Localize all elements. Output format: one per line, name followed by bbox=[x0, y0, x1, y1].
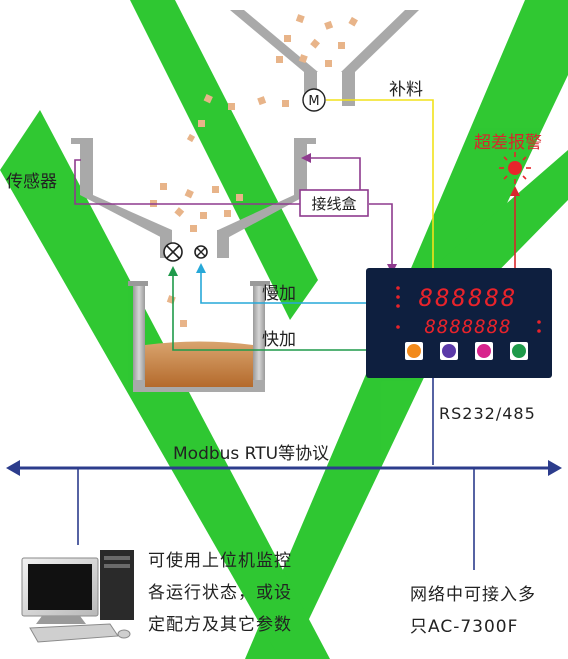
sensor-label: 传感器 bbox=[6, 172, 57, 192]
controller-keys[interactable] bbox=[405, 342, 528, 360]
network-note: 网络中可接入多 只AC-7300F bbox=[410, 579, 536, 643]
wires bbox=[74, 99, 516, 570]
over-alarm-label: 超差报警 bbox=[474, 133, 542, 153]
network-note-line-1: 网络中可接入多 bbox=[410, 585, 536, 605]
fast-feed-label: 快加 bbox=[262, 330, 296, 350]
refill-label: 补料 bbox=[389, 80, 423, 100]
slow-valve-icon bbox=[194, 245, 208, 259]
pc-note-line-1: 可使用上位机监控 bbox=[148, 551, 292, 571]
slow-feed-label: 慢加 bbox=[262, 284, 296, 304]
fast-valve-icon bbox=[163, 242, 183, 262]
rs-port-label: RS232/485 bbox=[439, 404, 536, 423]
weighing-hopper bbox=[71, 138, 316, 258]
motor-label: M bbox=[308, 94, 319, 109]
controller-bottom-display: 8888888 bbox=[424, 316, 511, 338]
protocol-label: Modbus RTU等协议 bbox=[173, 444, 330, 464]
motor-icon bbox=[302, 88, 326, 112]
junction-box bbox=[299, 189, 369, 217]
pc-note: 可使用上位机监控 各运行状态，或设 定配方及其它参数 bbox=[148, 545, 292, 641]
pc-note-line-3: 定配方及其它参数 bbox=[148, 615, 292, 635]
junction-box-label: 接线盒 bbox=[311, 195, 356, 213]
controller-top-display: 888888 bbox=[419, 284, 518, 312]
pc-computer-icon bbox=[21, 550, 134, 643]
controller-ac7300f: 888888 8888888 bbox=[366, 268, 552, 378]
pc-note-line-2: 各运行状态，或设 bbox=[148, 583, 292, 603]
network-note-line-2: 只AC-7300F bbox=[410, 617, 519, 637]
collection-bucket bbox=[128, 281, 270, 392]
modbus-bus bbox=[6, 460, 562, 476]
alarm-lamp-icon bbox=[499, 152, 531, 184]
